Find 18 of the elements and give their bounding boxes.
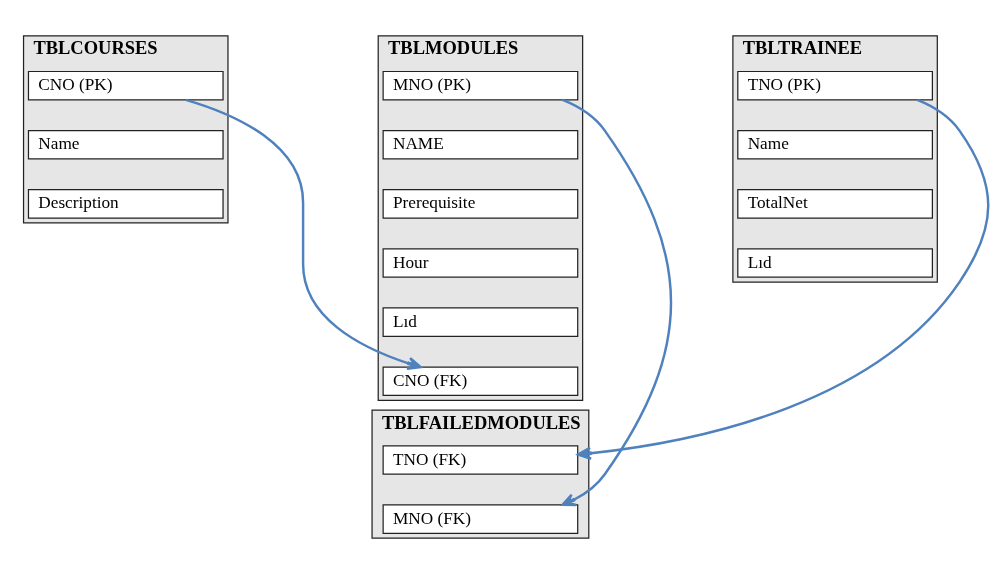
arrow [576,98,990,461]
node-box: Name [737,130,933,160]
node-box: Prerequisite [382,189,579,219]
node-box: Lıd [737,248,933,278]
node-box: Name [27,130,224,160]
node-box: TNO (PK) [737,70,933,101]
arrow [185,98,422,370]
node-box: TNO (FK) [382,445,579,475]
node-box: Lıd [382,307,579,337]
node-box: NAME [382,130,579,160]
node-box: TotalNet [737,189,933,219]
node-box: CNO (FK) [382,366,579,396]
node-box: Description [27,189,224,219]
node-box: CNO (PK) [27,70,224,101]
node-box: Hour [382,248,579,278]
node-box: MNO (FK) [382,504,579,534]
arrow [561,98,673,507]
node-box: MNO (PK) [382,70,579,101]
